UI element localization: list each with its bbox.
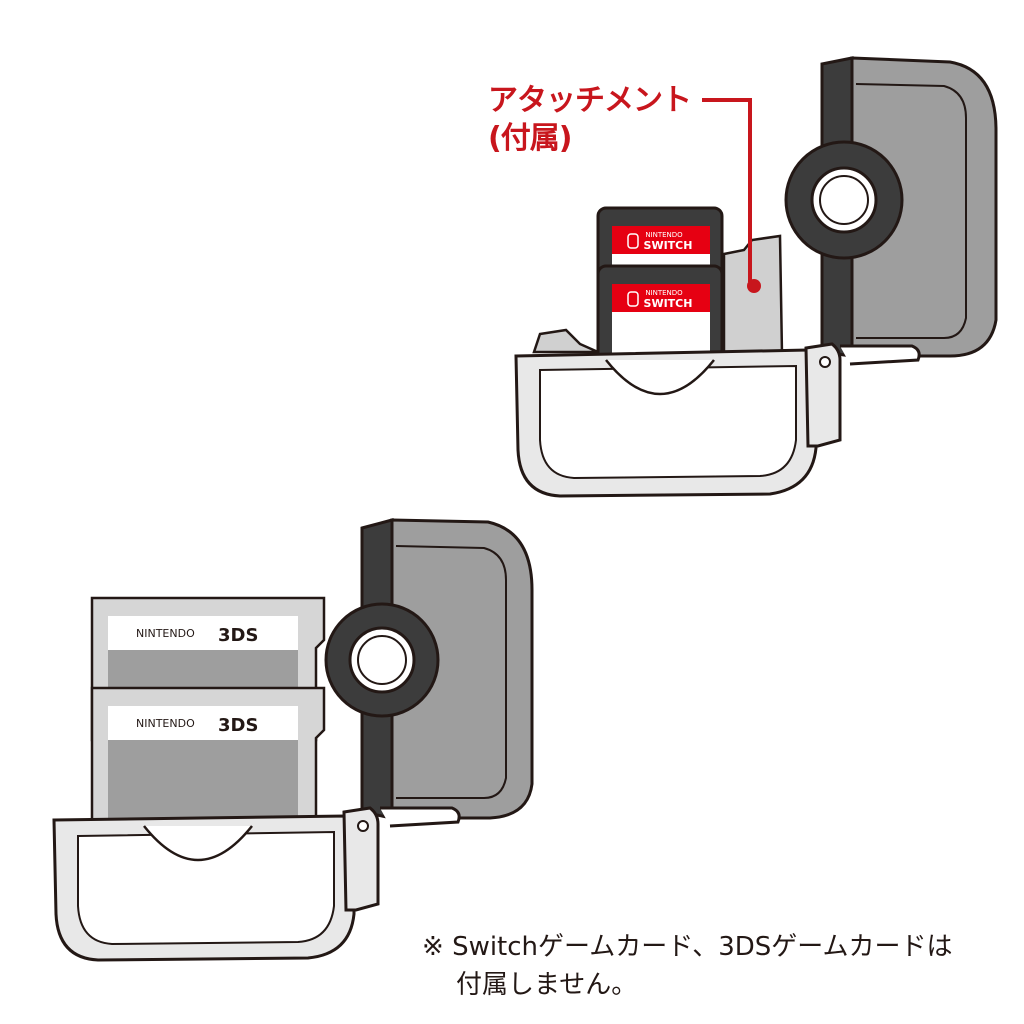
finger-notch — [143, 825, 253, 862]
attachment-piece — [722, 234, 784, 358]
switch-card-back-brand-1: NINTENDO — [645, 231, 683, 239]
switch-card-back-brand-2: SWITCH — [644, 239, 693, 252]
callout-leader-line — [702, 98, 752, 282]
lid-shell — [850, 56, 998, 358]
lock-button-center — [819, 175, 869, 225]
footnote-line2: 付属しません。 — [456, 970, 638, 1000]
hinge-pin — [819, 356, 831, 368]
switch-logo-icon — [627, 233, 639, 249]
inner-left-tab — [532, 328, 599, 354]
case-top-switch: NINTENDO SWITCH NINTENDO SWITCH — [514, 56, 998, 498]
hinge-post — [342, 806, 380, 912]
3ds-card-back-brand-prefix: NINTENDO — [136, 627, 195, 640]
footnote-mark: ※ — [422, 932, 444, 962]
attachment-callout: アタッチメント (付属) — [488, 82, 692, 158]
hinge-strap — [840, 344, 921, 366]
lid-shell — [390, 518, 534, 820]
attachment-marker-dot — [747, 279, 761, 293]
lid-inner-outline — [855, 83, 967, 339]
lock-button-center — [357, 635, 407, 685]
hinge-strap — [380, 806, 461, 828]
attachment-callout-line2: (付属) — [488, 121, 572, 156]
base-tray-inner — [539, 364, 797, 480]
hinge-post — [804, 342, 842, 448]
lid-inner-outline — [395, 545, 507, 799]
footnote-line1: Switchゲームカード、3DSゲームカードは — [452, 932, 953, 962]
3ds-card-front-brand-prefix: NINTENDO — [136, 717, 195, 730]
base-tray-inner — [77, 830, 335, 946]
footnote: ※ Switchゲームカード、3DSゲームカードは 付属しません。 — [422, 928, 953, 1004]
switch-card-front-brand-1: NINTENDO — [645, 289, 683, 297]
switch-card-front: NINTENDO SWITCH — [596, 264, 724, 368]
3ds-card-back-brand-suffix: 3DS — [218, 625, 258, 646]
switch-logo-icon — [627, 291, 639, 307]
3ds-card-front-brand-suffix: 3DS — [218, 715, 258, 736]
hinge-pin — [357, 820, 369, 832]
switch-card-front-brand-2: SWITCH — [644, 297, 693, 310]
attachment-callout-line1: アタッチメント — [488, 83, 692, 118]
3ds-card-front: NINTENDO 3DS — [90, 686, 326, 832]
finger-notch — [605, 359, 715, 396]
case-bottom-3ds: NINTENDO 3DS NINTENDO 3DS — [52, 518, 534, 962]
